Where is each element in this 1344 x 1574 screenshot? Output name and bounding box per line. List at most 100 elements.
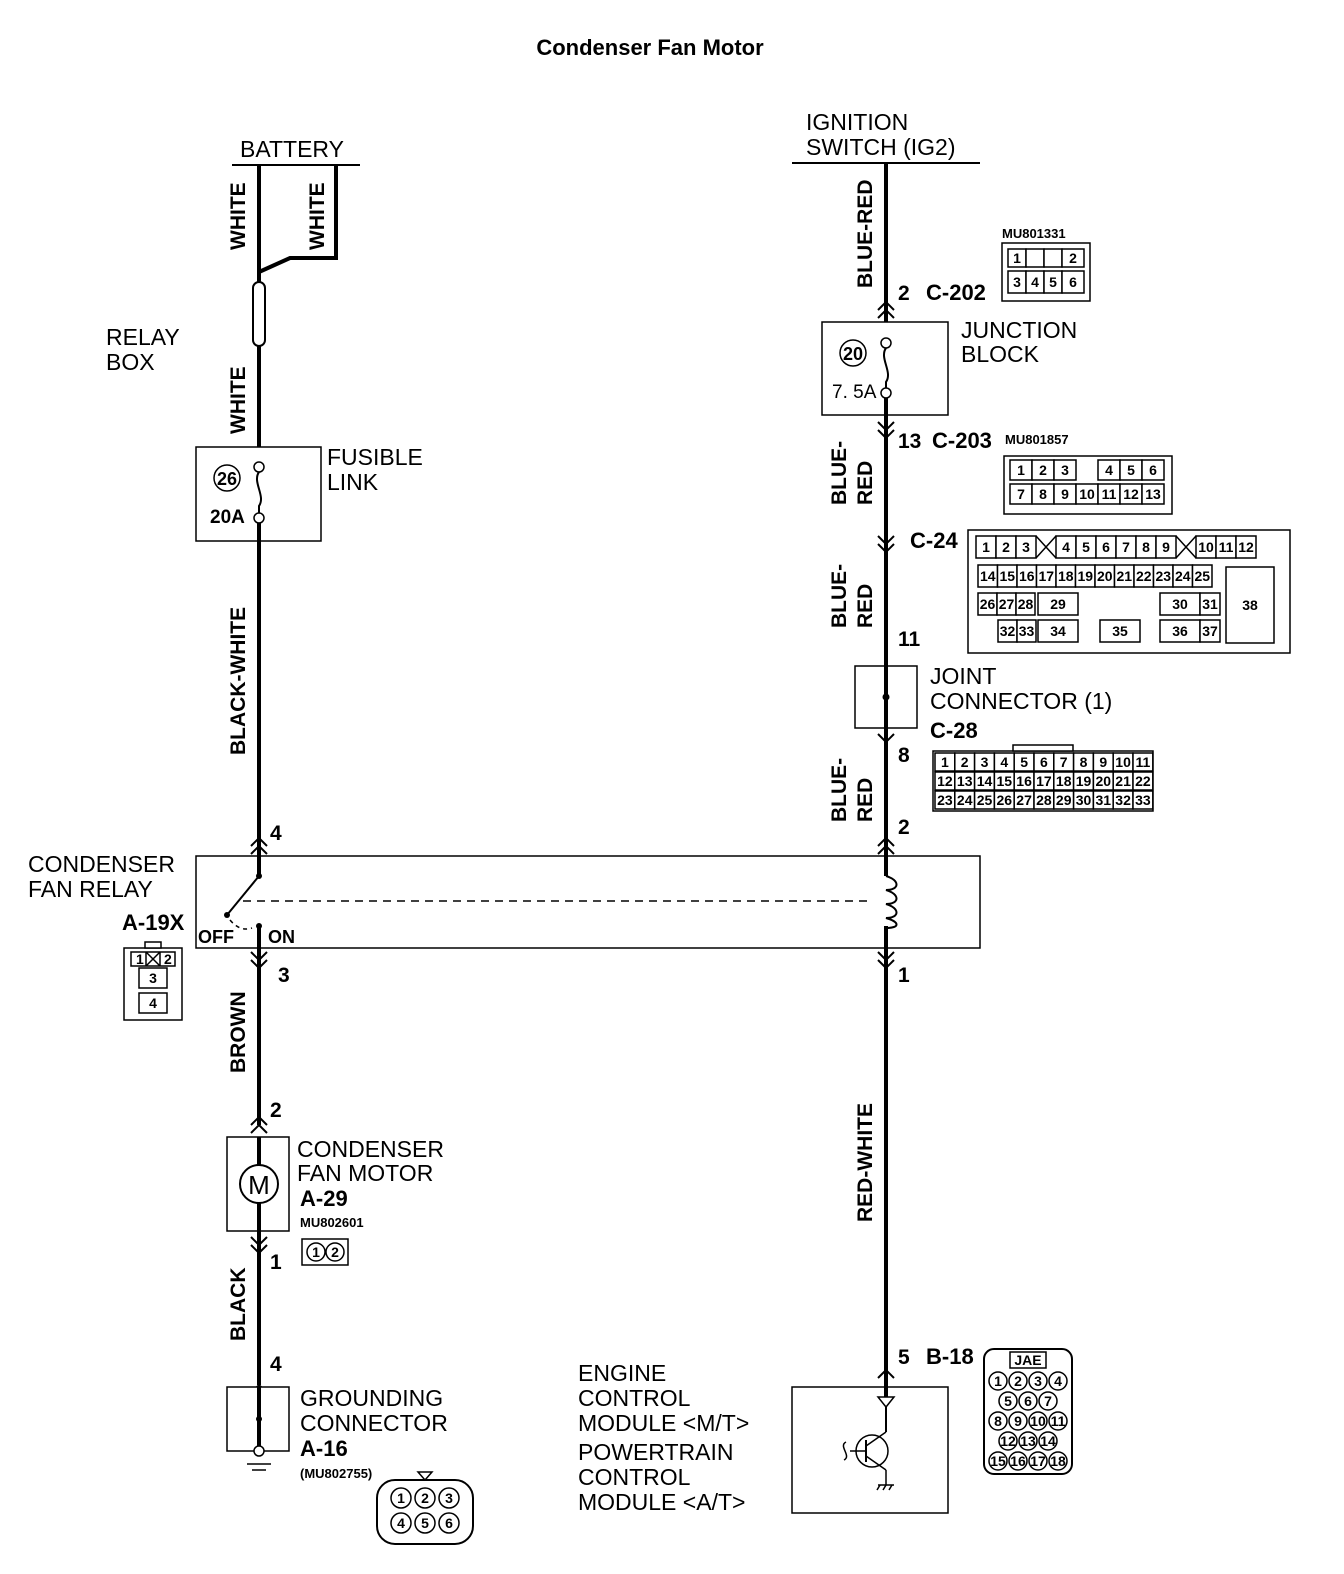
c203-cell: 6 <box>1149 462 1157 478</box>
c203-cell: 8 <box>1039 486 1047 502</box>
connector-a29: A-29 <box>300 1186 348 1211</box>
c24-cell: 33 <box>1019 623 1035 639</box>
c28-cell: 31 <box>1096 792 1112 808</box>
pcm-label-2: CONTROL <box>578 1464 691 1490</box>
c24-cell-outline <box>1225 566 1275 644</box>
c24-cell: 15 <box>999 568 1015 584</box>
a29-cell: 1 <box>312 1244 320 1260</box>
cell-x <box>145 951 161 967</box>
connector-tab <box>1012 744 1074 752</box>
connector-tab <box>144 941 162 949</box>
b18-pin-outline <box>1008 1451 1028 1471</box>
b18-pin-outline <box>1048 1451 1068 1471</box>
c28-cell: 21 <box>1115 773 1131 789</box>
motor-pin-1: 1 <box>270 1251 282 1274</box>
motor-label-1: CONDENSER <box>297 1136 444 1162</box>
c203-cell: 10 <box>1079 486 1095 502</box>
wire-label-white-b: WHITE <box>306 182 329 250</box>
c24-cell: 36 <box>1172 623 1188 639</box>
c28-cell: 15 <box>997 773 1013 789</box>
connector-face-b18 <box>983 1348 1073 1475</box>
c24-cell: 23 <box>1155 568 1171 584</box>
coil-bg <box>880 876 894 926</box>
c203-cell: 11 <box>1102 486 1117 502</box>
c203-cell: 13 <box>1145 486 1161 502</box>
c24-cell-outline <box>1037 592 1079 616</box>
a16-cell: 5 <box>421 1515 429 1531</box>
a16-cell: 2 <box>421 1490 429 1506</box>
connector-arrow <box>877 836 895 855</box>
c203-cell: 9 <box>1061 486 1069 502</box>
relay-box-label-1: RELAY <box>106 324 180 350</box>
ground-pin-4: 4 <box>270 1353 282 1376</box>
c28-cell: 13 <box>957 773 973 789</box>
fuse-element <box>256 471 262 513</box>
c28-cell: 25 <box>977 792 993 808</box>
connector-arrow <box>877 300 895 319</box>
c28-cell: 4 <box>1000 754 1008 770</box>
a16-cell: 6 <box>445 1515 453 1531</box>
c24-cell: 22 <box>1136 568 1152 584</box>
c24-cell: 6 <box>1102 539 1110 555</box>
c24-cell-outline <box>1199 619 1221 643</box>
c28-cell: 2 <box>961 754 969 770</box>
c24-cell: 8 <box>1142 539 1150 555</box>
fuse-element <box>883 347 889 388</box>
c202-cell: 2 <box>1069 250 1077 266</box>
diagram-title: Condenser Fan Motor <box>536 35 764 60</box>
ecm-label-1: ENGINE <box>578 1360 666 1386</box>
c28-cell: 20 <box>1096 773 1112 789</box>
pcm-label-1: POWERTRAIN <box>578 1439 733 1465</box>
c24-cell: 26 <box>980 596 996 612</box>
c24-cell: 19 <box>1077 568 1093 584</box>
c28-cell: 5 <box>1020 754 1028 770</box>
blank-cell-cross <box>1175 535 1197 559</box>
c24-cell: 4 <box>1062 539 1070 555</box>
b18-cell: 18 <box>1050 1453 1066 1469</box>
c24-cell: 1 <box>982 539 990 555</box>
relay-coil <box>885 875 898 929</box>
c28-cell: 32 <box>1115 792 1131 808</box>
a16-cell: 3 <box>445 1490 453 1506</box>
c24-cell: 18 <box>1058 568 1074 584</box>
condenser-fan-relay-box <box>195 855 981 949</box>
c24-cell-outline <box>1099 619 1141 643</box>
c24-cell: 14 <box>980 568 996 584</box>
c24-cell: 38 <box>1242 597 1258 613</box>
relay-pin-2: 2 <box>898 816 910 839</box>
b18-pin-outline <box>988 1411 1008 1431</box>
relay-label-2: FAN RELAY <box>28 876 153 902</box>
junction-label-2: BLOCK <box>961 341 1040 367</box>
motor-m: M <box>248 1170 270 1200</box>
b18-pin-outline <box>1018 1431 1038 1451</box>
blank-cell-cross <box>1035 535 1057 559</box>
wire-label-red-c: RED <box>854 778 877 822</box>
b18-cell: 4 <box>1054 1373 1062 1389</box>
b18-pin-outline <box>1038 1431 1058 1451</box>
fusible-label-1: FUSIBLE <box>327 444 423 470</box>
c28-cell: 23 <box>937 792 953 808</box>
relay-pin-1: 1 <box>898 964 910 987</box>
c28-cell: 26 <box>997 792 1013 808</box>
connector-arrow <box>877 1368 895 1379</box>
c24-cell-outline <box>1015 592 1036 616</box>
c24-cell-outline <box>1015 535 1037 559</box>
c24-cell: 34 <box>1050 623 1066 639</box>
transistor-base <box>842 1441 848 1461</box>
pin-circle <box>325 1242 345 1262</box>
connector-b18: B-18 <box>926 1344 974 1369</box>
a19x-cell: 4 <box>149 995 157 1011</box>
b18-pin-outline <box>1028 1371 1048 1391</box>
b18-cell: 12 <box>1000 1433 1016 1449</box>
connector-c202: C-202 <box>926 280 986 305</box>
relay-label-1: CONDENSER <box>28 851 175 877</box>
b18-pin-outline <box>998 1391 1018 1411</box>
c24-cell: 30 <box>1172 596 1188 612</box>
b18-cell: 15 <box>990 1453 1006 1469</box>
b18-cell: 11 <box>1051 1413 1066 1429</box>
joint-splice <box>882 693 890 701</box>
motor-label-2: FAN MOTOR <box>297 1160 433 1186</box>
b18-cell: 2 <box>1014 1373 1022 1389</box>
c28-cell: 1 <box>941 754 949 770</box>
motor-pin-2: 2 <box>270 1099 282 1122</box>
